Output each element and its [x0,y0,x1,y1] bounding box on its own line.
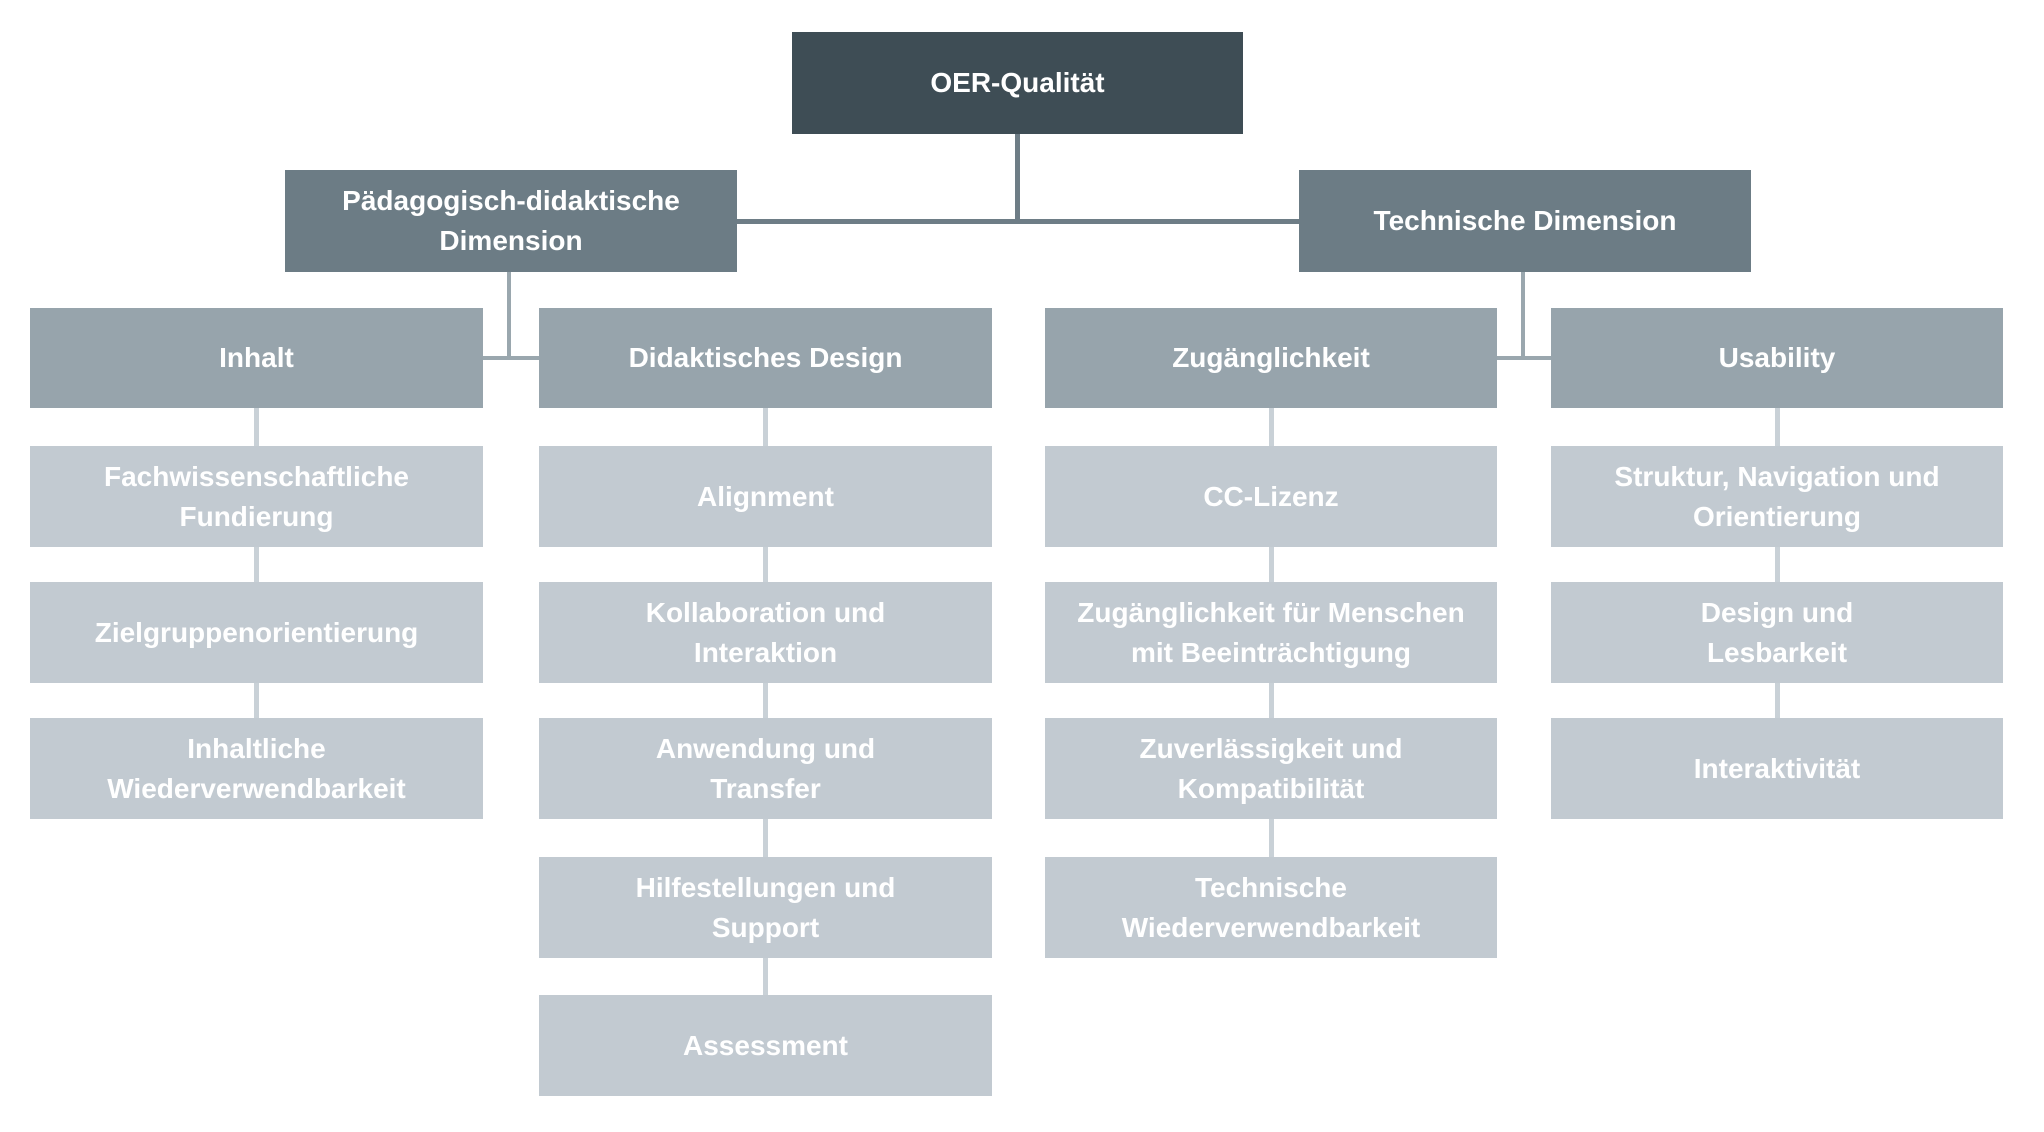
node-header-inhalt: Inhalt [30,308,483,408]
connector-col2-seg4 [763,819,768,857]
node-item-inhaltliche-wiederverwendbarkeit: Inhaltliche Wiederverwendbarkeit [30,718,483,819]
node-item-interaktivitaet: Interaktivität [1551,718,2003,819]
connector-technisch-vertical [1521,272,1525,360]
connector-col4-seg2 [1775,547,1780,582]
node-item-zielgruppenorientierung: Zielgruppenorientierung [30,582,483,683]
node-item-zuverlaessigkeit-kompatibilitaet: Zuverlässigkeit und Kompatibilität [1045,718,1497,819]
node-header-zugaenglichkeit: Zugänglichkeit [1045,308,1497,408]
node-item-fachwissenschaftliche-fundierung: Fachwissenschaftliche Fundierung [30,446,483,547]
node-item-cc-lizenz: CC-Lizenz [1045,446,1497,547]
connector-col2-seg5 [763,958,768,995]
node-item-technische-wiederverwendbarkeit: Technische Wiederverwendbarkeit [1045,857,1497,958]
node-item-design-lesbarkeit: Design und Lesbarkeit [1551,582,2003,683]
connector-col4-seg1 [1775,408,1780,446]
connector-col3-seg1 [1269,408,1274,446]
connector-col3-seg2 [1269,547,1274,582]
node-dimension-technisch: Technische Dimension [1299,170,1751,272]
connector-col1-seg2 [254,547,259,582]
node-item-assessment: Assessment [539,995,992,1096]
node-item-kollaboration-interaktion: Kollaboration und Interaktion [539,582,992,683]
connector-col3-seg4 [1269,819,1274,857]
connector-zugaenglichkeit-usability-horizontal [1497,356,1551,360]
connector-col3-seg3 [1269,683,1274,718]
connector-col1-seg3 [254,683,259,718]
connector-col2-seg3 [763,683,768,718]
node-oer-qualitaet: OER-Qualität [792,32,1243,134]
connector-paedagogisch-vertical [507,272,511,360]
connector-col2-seg1 [763,408,768,446]
connector-col4-seg3 [1775,683,1780,718]
connector-col2-seg2 [763,547,768,582]
node-item-hilfestellungen-support: Hilfestellungen und Support [539,857,992,958]
node-item-zugaenglichkeit-beeintraechtigung: Zugänglichkeit für Menschen mit Beeinträ… [1045,582,1497,683]
node-header-usability: Usability [1551,308,2003,408]
connector-inhalt-didaktisch-horizontal [483,356,539,360]
node-header-didaktisches-design: Didaktisches Design [539,308,992,408]
node-item-anwendung-transfer: Anwendung und Transfer [539,718,992,819]
connector-root-horizontal [737,219,1299,224]
connector-col1-seg1 [254,408,259,446]
connector-root-vertical [1015,134,1020,223]
node-dimension-paedagogisch-didaktisch: Pädagogisch-didaktische Dimension [285,170,737,272]
node-item-alignment: Alignment [539,446,992,547]
node-item-struktur-navigation-orientierung: Struktur, Navigation und Orientierung [1551,446,2003,547]
